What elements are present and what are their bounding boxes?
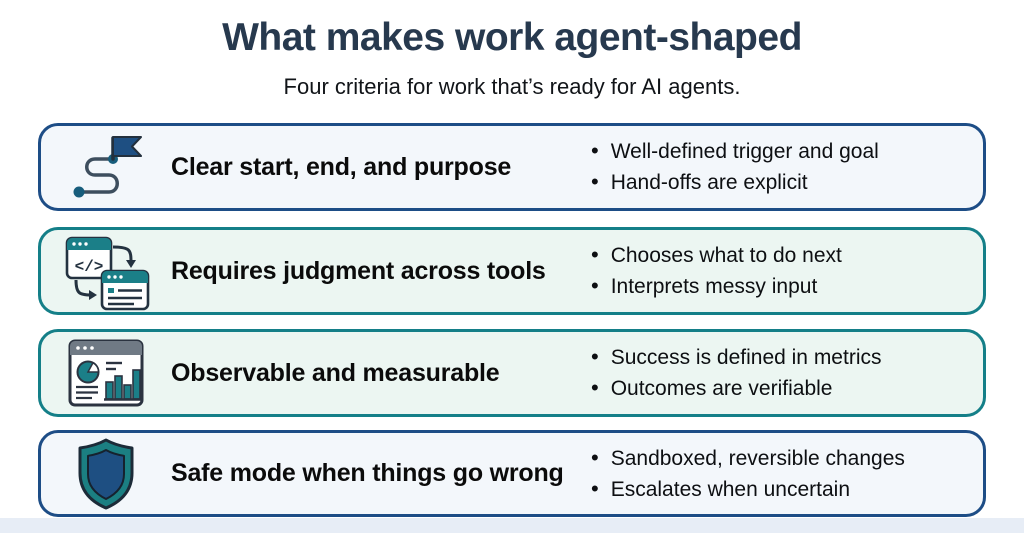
bullet-item: Sandboxed, reversible changes bbox=[591, 443, 975, 474]
bullet-list: Chooses what to do next Interprets messy… bbox=[591, 240, 983, 302]
bullet-list: Well-defined trigger and goal Hand-offs … bbox=[591, 136, 983, 198]
bullet-item: Interprets messy input bbox=[591, 271, 975, 302]
bullet-item: Success is defined in metrics bbox=[591, 342, 975, 373]
card-heading: Safe mode when things go wrong bbox=[171, 459, 564, 487]
bullet-item: Escalates when uncertain bbox=[591, 474, 975, 505]
criteria-card-judgment-across-tools: </> Requires judgment across tools Choos… bbox=[38, 227, 986, 315]
svg-text:</>: </> bbox=[75, 258, 104, 276]
page-subtitle: Four criteria for work that’s ready for … bbox=[283, 74, 741, 99]
criteria-card-clear-start-end-purpose: Clear start, end, and purpose Well-defin… bbox=[38, 123, 986, 211]
bullet-item: Well-defined trigger and goal bbox=[591, 136, 975, 167]
bullet-item: Hand-offs are explicit bbox=[591, 167, 975, 198]
route-flag-icon bbox=[41, 131, 171, 203]
criteria-card-observable-measurable: Observable and measurable Success is def… bbox=[38, 329, 986, 417]
card-heading: Observable and measurable bbox=[171, 358, 500, 387]
tool-windows-icon: </> bbox=[41, 231, 171, 311]
footer-strip bbox=[0, 518, 1024, 533]
criteria-card-safe-mode: Safe mode when things go wrong Sandboxed… bbox=[38, 430, 986, 517]
bullet-list: Success is defined in metrics Outcomes a… bbox=[591, 342, 983, 404]
bullet-item: Chooses what to do next bbox=[591, 240, 975, 271]
page-title: What makes work agent-shaped bbox=[222, 16, 802, 59]
bullet-item: Outcomes are verifiable bbox=[591, 373, 975, 404]
dashboard-metrics-icon bbox=[41, 337, 171, 409]
shield-icon bbox=[41, 437, 171, 511]
card-heading: Clear start, end, and purpose bbox=[171, 152, 512, 181]
bullet-list: Sandboxed, reversible changes Escalates … bbox=[591, 443, 983, 505]
card-heading: Requires judgment across tools bbox=[171, 256, 546, 285]
